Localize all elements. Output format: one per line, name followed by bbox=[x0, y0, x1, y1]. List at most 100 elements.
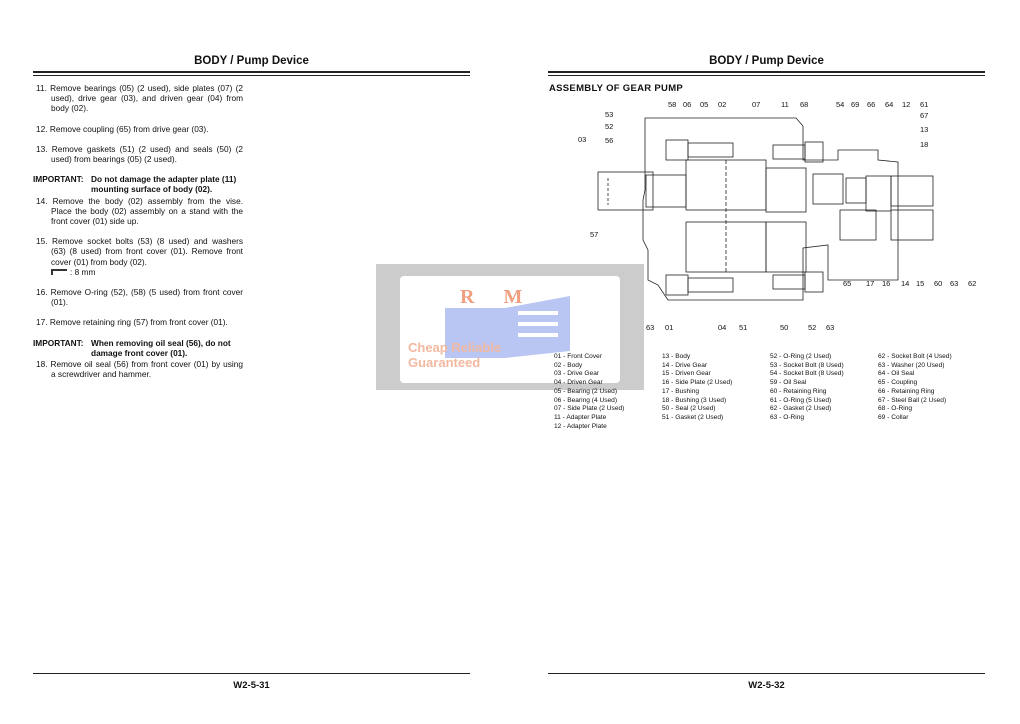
legend-item: 50 - Seal (2 Used) bbox=[662, 405, 716, 413]
callout-63: 63 bbox=[646, 323, 655, 332]
legend-item: 52 - O-Ring (2 Used) bbox=[770, 353, 832, 360]
left-page: BODY / Pump Device 11. Remove bearings (… bbox=[33, 0, 470, 724]
legend-item: 03 - Drive Gear bbox=[554, 370, 600, 378]
callout-66: 66 bbox=[867, 100, 876, 109]
legend-item: 67 - Steel Ball (2 Used) bbox=[878, 396, 947, 404]
callout-03: 03 bbox=[578, 135, 587, 144]
header-rule-thin bbox=[33, 75, 470, 76]
legend-item: 04 - Driven Gear bbox=[554, 379, 603, 387]
callout-54: 54 bbox=[836, 100, 845, 109]
callout-63: 63 bbox=[950, 279, 959, 288]
gear-pump-diagram bbox=[597, 117, 934, 301]
legend-item: 11 - Adapter Plate bbox=[554, 413, 607, 421]
callout-14: 14 bbox=[901, 279, 910, 288]
legend-item: 63 - Washer (20 Used) bbox=[878, 361, 945, 369]
tool-spec: : 8 mm bbox=[33, 267, 243, 277]
callout-56: 56 bbox=[605, 136, 614, 145]
header-rule-thin bbox=[548, 75, 985, 76]
legend-item: 63 - O-Ring bbox=[770, 413, 805, 421]
watermark-panel: R M Cheap Reliable Guaranteed bbox=[400, 276, 620, 383]
callout-12: 12 bbox=[902, 100, 911, 109]
page-number: W2-5-31 bbox=[233, 680, 270, 691]
legend-item: 05 - Bearing (2 Used) bbox=[554, 387, 618, 395]
section-title: ASSEMBLY OF GEAR PUMP bbox=[549, 83, 684, 94]
callout-63: 63 bbox=[826, 323, 835, 332]
legend-item: 51 - Gasket (2 Used) bbox=[662, 413, 724, 421]
legend-item: 02 - Body bbox=[554, 361, 583, 369]
callout-53: 53 bbox=[605, 110, 614, 119]
right-page: BODY / Pump Device ASSEMBLY OF GEAR PUMP… bbox=[548, 0, 985, 724]
callout-02: 02 bbox=[718, 100, 727, 109]
manual-logo-icon bbox=[445, 296, 570, 358]
callout-15: 15 bbox=[916, 279, 925, 288]
callout-69: 69 bbox=[851, 100, 860, 109]
callout-04: 04 bbox=[718, 323, 727, 332]
callout-65: 65 bbox=[843, 279, 852, 288]
callout-60: 60 bbox=[934, 279, 943, 288]
legend-item: 66 - Retaining Ring bbox=[878, 387, 935, 395]
callout-62: 62 bbox=[968, 279, 977, 288]
legend-item: 01 - Front Cover bbox=[554, 353, 603, 360]
step: 12. Remove coupling (65) from drive gear… bbox=[36, 123, 209, 134]
header-rule bbox=[33, 71, 470, 73]
legend-item: 53 - Socket Bolt (8 Used) bbox=[770, 361, 844, 369]
legend-item: 16 - Side Plate (2 Used) bbox=[662, 379, 733, 387]
legend-item: 13 - Body bbox=[662, 353, 691, 360]
page-header: BODY / Pump Device bbox=[194, 55, 309, 67]
callout-18: 18 bbox=[920, 140, 929, 149]
legend-item: 15 - Driven Gear bbox=[662, 370, 711, 378]
step: 17. Remove retaining ring (57) from fron… bbox=[36, 317, 228, 328]
legend-item: 14 - Drive Gear bbox=[662, 361, 708, 369]
callout-13: 13 bbox=[920, 125, 929, 134]
page-number: W2-5-32 bbox=[748, 680, 785, 691]
callout-58: 58 bbox=[668, 100, 677, 109]
step: 11. Remove bearings (05) (2 used), side … bbox=[36, 83, 243, 114]
legend-item: 62 - Socket Bolt (4 Used) bbox=[878, 353, 952, 360]
legend-item: 59 - Oil Seal bbox=[770, 379, 807, 387]
callout-67: 67 bbox=[920, 111, 929, 120]
watermark-logo-text: R M bbox=[460, 286, 535, 308]
callout-17: 17 bbox=[866, 279, 875, 288]
legend-item: 06 - Bearing (4 Used) bbox=[554, 396, 618, 404]
legend-item: 17 - Bushing bbox=[662, 387, 700, 395]
footer-rule bbox=[33, 673, 470, 674]
callout-11: 11 bbox=[781, 100, 789, 109]
callout-50: 50 bbox=[780, 323, 789, 332]
step: 14. Remove the body (02) assembly from t… bbox=[36, 195, 243, 227]
watermark: R M Cheap Reliable Guaranteed bbox=[376, 264, 644, 390]
callout-07: 07 bbox=[752, 100, 761, 109]
legend-item: 54 - Socket Bolt (8 Used) bbox=[770, 370, 844, 378]
legend-item: 68 - O-Ring bbox=[878, 405, 913, 413]
step: 18. Remove oil seal (56) from front cove… bbox=[36, 359, 243, 380]
legend-item: 62 - Gasket (2 Used) bbox=[770, 405, 832, 413]
legend-item: 18 - Bushing (3 Used) bbox=[662, 396, 727, 404]
callout-52: 52 bbox=[605, 122, 614, 131]
step: 15. Remove socket bolts (53) (8 used) an… bbox=[36, 236, 243, 267]
legend-item: 69 - Collar bbox=[878, 413, 909, 421]
callout-52: 52 bbox=[808, 323, 817, 332]
callout-68: 68 bbox=[800, 100, 809, 109]
step: 16. Remove O-ring (52), (58) (5 used) fr… bbox=[36, 287, 243, 308]
callout-16: 16 bbox=[882, 279, 891, 288]
legend-item: 64 - Oil Seal bbox=[878, 370, 915, 378]
callout-61: 61 bbox=[920, 100, 929, 109]
page-header: BODY / Pump Device bbox=[709, 55, 824, 67]
legend-item: 12 - Adapter Plate bbox=[554, 422, 607, 430]
watermark-tagline: Cheap Reliable Guaranteed bbox=[408, 340, 502, 370]
callout-01: 01 bbox=[665, 323, 674, 332]
legend-item: 65 - Coupling bbox=[878, 379, 918, 387]
legend-column: 62 - Socket Bolt (4 Used)63 - Washer (20… bbox=[878, 353, 986, 431]
callout-06: 06 bbox=[683, 100, 692, 109]
callout-05: 05 bbox=[700, 100, 709, 109]
legend-column: 52 - O-Ring (2 Used)53 - Socket Bolt (8 … bbox=[770, 353, 878, 431]
callout-64: 64 bbox=[885, 100, 894, 109]
header-rule bbox=[548, 71, 985, 73]
callout-57: 57 bbox=[590, 230, 599, 239]
procedure-steps: 11. Remove bearings (05) (2 used), side … bbox=[33, 83, 243, 389]
hex-wrench-icon bbox=[51, 268, 67, 275]
callout-51: 51 bbox=[739, 323, 748, 332]
legend-item: 07 - Side Plate (2 Used) bbox=[554, 405, 625, 413]
